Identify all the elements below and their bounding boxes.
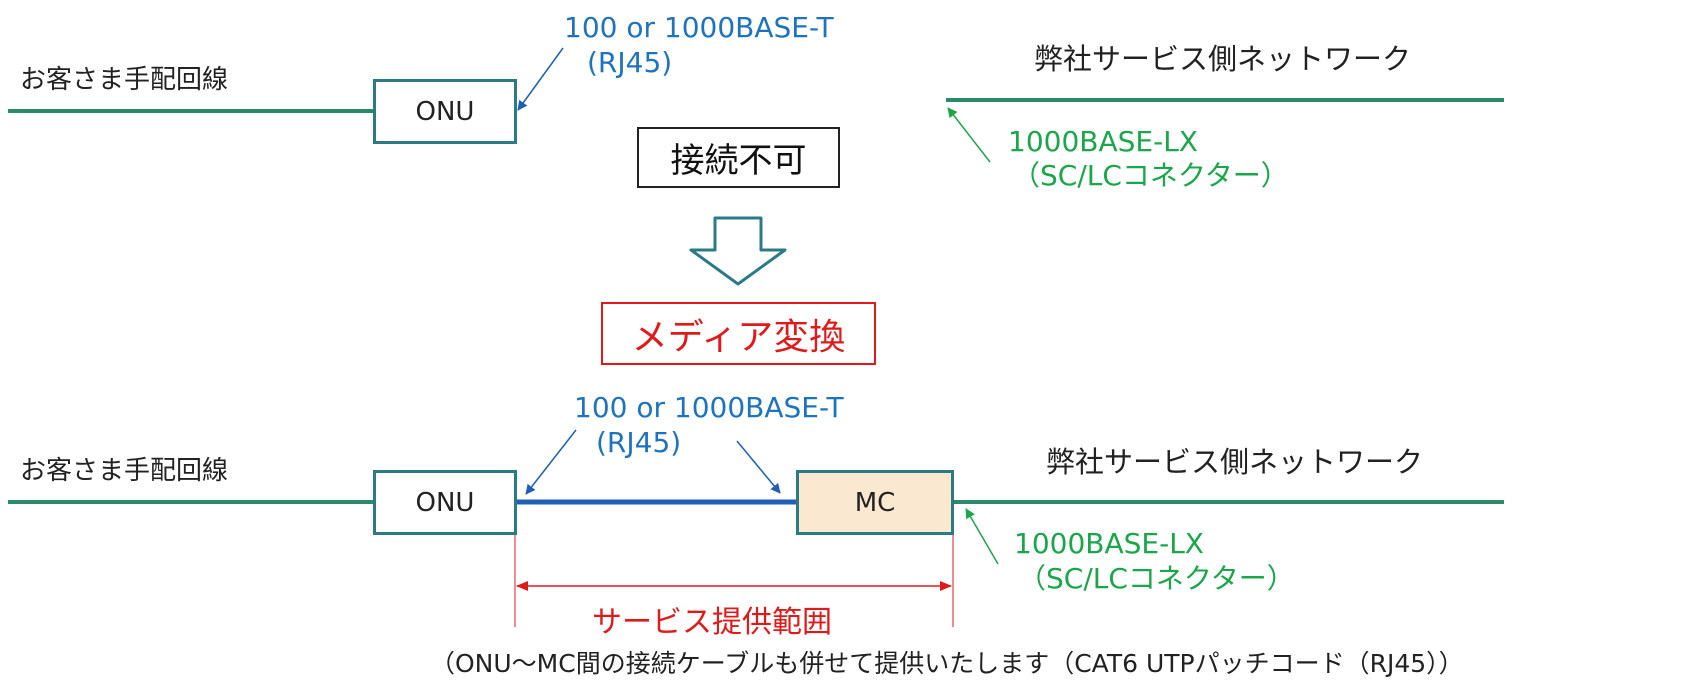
top-copper-label-line1: 100 or 1000BASE-T — [564, 11, 834, 44]
bottom-fiber-pointer — [965, 508, 999, 565]
cable-provision-note: （ONU～MC間の接続ケーブルも併せて提供いたします（CAT6 UTPパッチコー… — [430, 649, 1464, 678]
top-copper-pointer — [517, 47, 564, 111]
bottom-fiber-label-line1: 1000BASE-LX — [1014, 527, 1204, 560]
media-conversion-badge: メディア変換 — [601, 302, 876, 365]
bottom-fiber-label-line2: （SC/LCコネクター） — [1018, 562, 1295, 595]
bottom-copper-pointer-right — [736, 440, 781, 494]
bottom-copper-pointer-left — [525, 429, 577, 495]
bottom-copper-label-line1: 100 or 1000BASE-T — [574, 391, 844, 424]
service-scope-label: サービス提供範囲 — [592, 605, 832, 640]
top-fiber-pointer — [947, 107, 991, 163]
top-fiber-label-line2: （SC/LCコネクター） — [1012, 159, 1289, 192]
top-onu-box: ONU — [373, 79, 517, 144]
down-arrow-icon — [689, 216, 787, 286]
top-fiber-label-line1: 1000BASE-LX — [1008, 125, 1198, 158]
top-copper-label-line2: (RJ45) — [587, 46, 673, 79]
bottom-onu-box: ONU — [373, 470, 517, 535]
mc-box: MC — [796, 470, 954, 535]
bottom-network-label: 弊社サービス側ネットワーク — [1046, 445, 1424, 479]
top-customer-line-label: お客さま手配回線 — [20, 65, 229, 95]
bottom-customer-line-label: お客さま手配回線 — [20, 456, 229, 486]
bottom-copper-label-line2: (RJ45) — [596, 426, 682, 459]
top-network-label: 弊社サービス側ネットワーク — [1034, 42, 1412, 76]
connection-not-possible-badge: 接続不可 — [637, 127, 840, 188]
